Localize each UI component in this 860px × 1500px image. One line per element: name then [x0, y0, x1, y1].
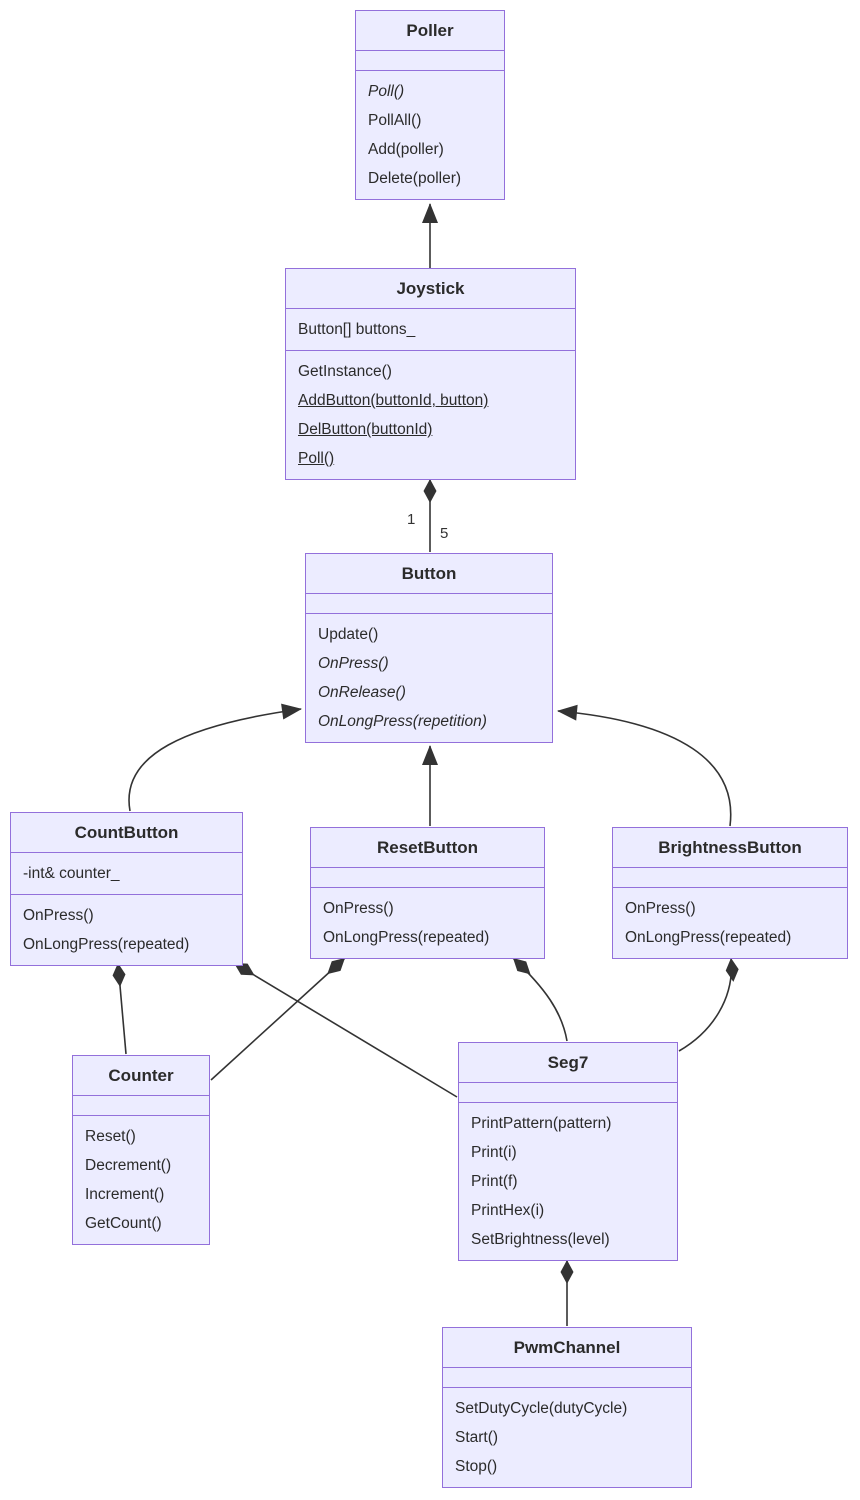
class-title: CountButton [11, 813, 242, 853]
class-attributes [311, 868, 544, 888]
class-title: Seg7 [459, 1043, 677, 1083]
class-member: Add(poller) [368, 141, 444, 158]
class-title: Button [306, 554, 552, 594]
class-box-resetbutton: ResetButton OnPress() OnLongPress(repeate… [310, 827, 545, 959]
edge-resetbutton-to-counter-composition [210, 957, 346, 1081]
class-member: GetInstance() [298, 363, 392, 380]
class-attributes [356, 51, 504, 71]
edge-countbutton-to-counter-composition [112, 962, 127, 1055]
class-methods: Reset() Decrement() Increment() GetCount() [73, 1116, 209, 1244]
class-attributes: Button[] buttons_ [286, 309, 575, 351]
class-member: SetBrightness(level) [471, 1231, 610, 1248]
edge-countbutton-to-seg7-composition [233, 962, 458, 1098]
class-member: Increment() [85, 1186, 165, 1203]
class-member: DelButton(buttonId) [298, 421, 433, 438]
class-member: -int& counter_ [23, 865, 120, 882]
class-box-joystick: Joystick Button[] buttons_ GetInstance()… [285, 268, 576, 480]
class-member: GetCount() [85, 1215, 162, 1232]
class-member: Update() [318, 626, 379, 643]
class-box-seg7: Seg7 PrintPattern(pattern) Print(i) Print(… [458, 1042, 678, 1261]
class-methods: GetInstance() AddButton(buttonId, button)… [286, 351, 575, 479]
class-member: OnLongPress(repetition) [318, 713, 487, 730]
class-member: OnPress() [323, 900, 394, 917]
class-member: OnPress() [23, 907, 94, 924]
class-methods: Update() OnPress() OnRelease() OnLongPress(… [306, 614, 552, 742]
class-member: Poll() [368, 83, 405, 100]
class-member: Decrement() [85, 1157, 172, 1174]
class-member: Reset() [85, 1128, 136, 1145]
class-box-countbutton: CountButton -int& counter_ OnPress() OnLo… [10, 812, 243, 966]
class-attributes: -int& counter_ [11, 853, 242, 895]
class-attributes [73, 1096, 209, 1116]
class-member: Stop() [455, 1458, 498, 1475]
multiplicity-label-owner: 1 [407, 511, 416, 528]
class-title: ResetButton [311, 828, 544, 868]
class-member: Poll() [298, 450, 335, 467]
class-member: AddButton(buttonId, button) [298, 392, 489, 409]
multiplicity-label-part: 5 [440, 525, 449, 542]
class-member: PrintHex(i) [471, 1202, 545, 1219]
edge-countbutton-to-button-inheritance [128, 703, 302, 812]
class-box-poller: Poller Poll() PollAll() Add(poller) Delete(… [355, 10, 505, 200]
class-methods: OnPress() OnLongPress(repeated) [11, 895, 242, 965]
class-title: Poller [356, 11, 504, 51]
edge-brightnessbutton-to-seg7-composition [678, 957, 739, 1052]
class-box-pwmchannel: PwmChannel SetDutyCycle(dutyCycle) Start(… [442, 1327, 692, 1488]
class-member: OnPress() [625, 900, 696, 917]
class-member: OnPress() [318, 655, 389, 672]
class-methods: OnPress() OnLongPress(repeated) [311, 888, 544, 958]
class-member: SetDutyCycle(dutyCycle) [455, 1400, 628, 1417]
class-member: OnLongPress(repeated) [323, 929, 490, 946]
class-member: OnLongPress(repeated) [625, 929, 792, 946]
class-member: PollAll() [368, 112, 422, 129]
class-member: Start() [455, 1429, 499, 1446]
class-title: BrightnessButton [613, 828, 847, 868]
edge-brightnessbutton-to-button-inheritance [557, 704, 732, 827]
class-box-brightnessbutton: BrightnessButton OnPress() OnLongPress(re… [612, 827, 848, 959]
class-member: Delete(poller) [368, 170, 462, 187]
class-title: Joystick [286, 269, 575, 309]
class-member: OnRelease() [318, 684, 406, 701]
class-methods: Poll() PollAll() Add(poller) Delete(poller) [356, 71, 504, 199]
class-member: Print(i) [471, 1144, 517, 1161]
class-attributes [306, 594, 552, 614]
class-member: PrintPattern(pattern) [471, 1115, 612, 1132]
class-attributes [443, 1368, 691, 1388]
class-methods: PrintPattern(pattern) Print(i) Print(f) Pri… [459, 1103, 677, 1260]
class-methods: SetDutyCycle(dutyCycle) Start() Stop() [443, 1388, 691, 1487]
edge-resetbutton-to-seg7-composition [512, 957, 568, 1042]
class-box-counter: Counter Reset() Decrement() Increment() Get… [72, 1055, 210, 1245]
class-title: Counter [73, 1056, 209, 1096]
class-attributes [459, 1083, 677, 1103]
class-attributes [613, 868, 847, 888]
class-member: OnLongPress(repeated) [23, 936, 190, 953]
class-box-button: Button Update() OnPress() OnRelease() OnLon… [305, 553, 553, 743]
class-title: PwmChannel [443, 1328, 691, 1368]
class-member: Print(f) [471, 1173, 518, 1190]
class-methods: OnPress() OnLongPress(repeated) [613, 888, 847, 958]
class-member: Button[] buttons_ [298, 321, 416, 338]
